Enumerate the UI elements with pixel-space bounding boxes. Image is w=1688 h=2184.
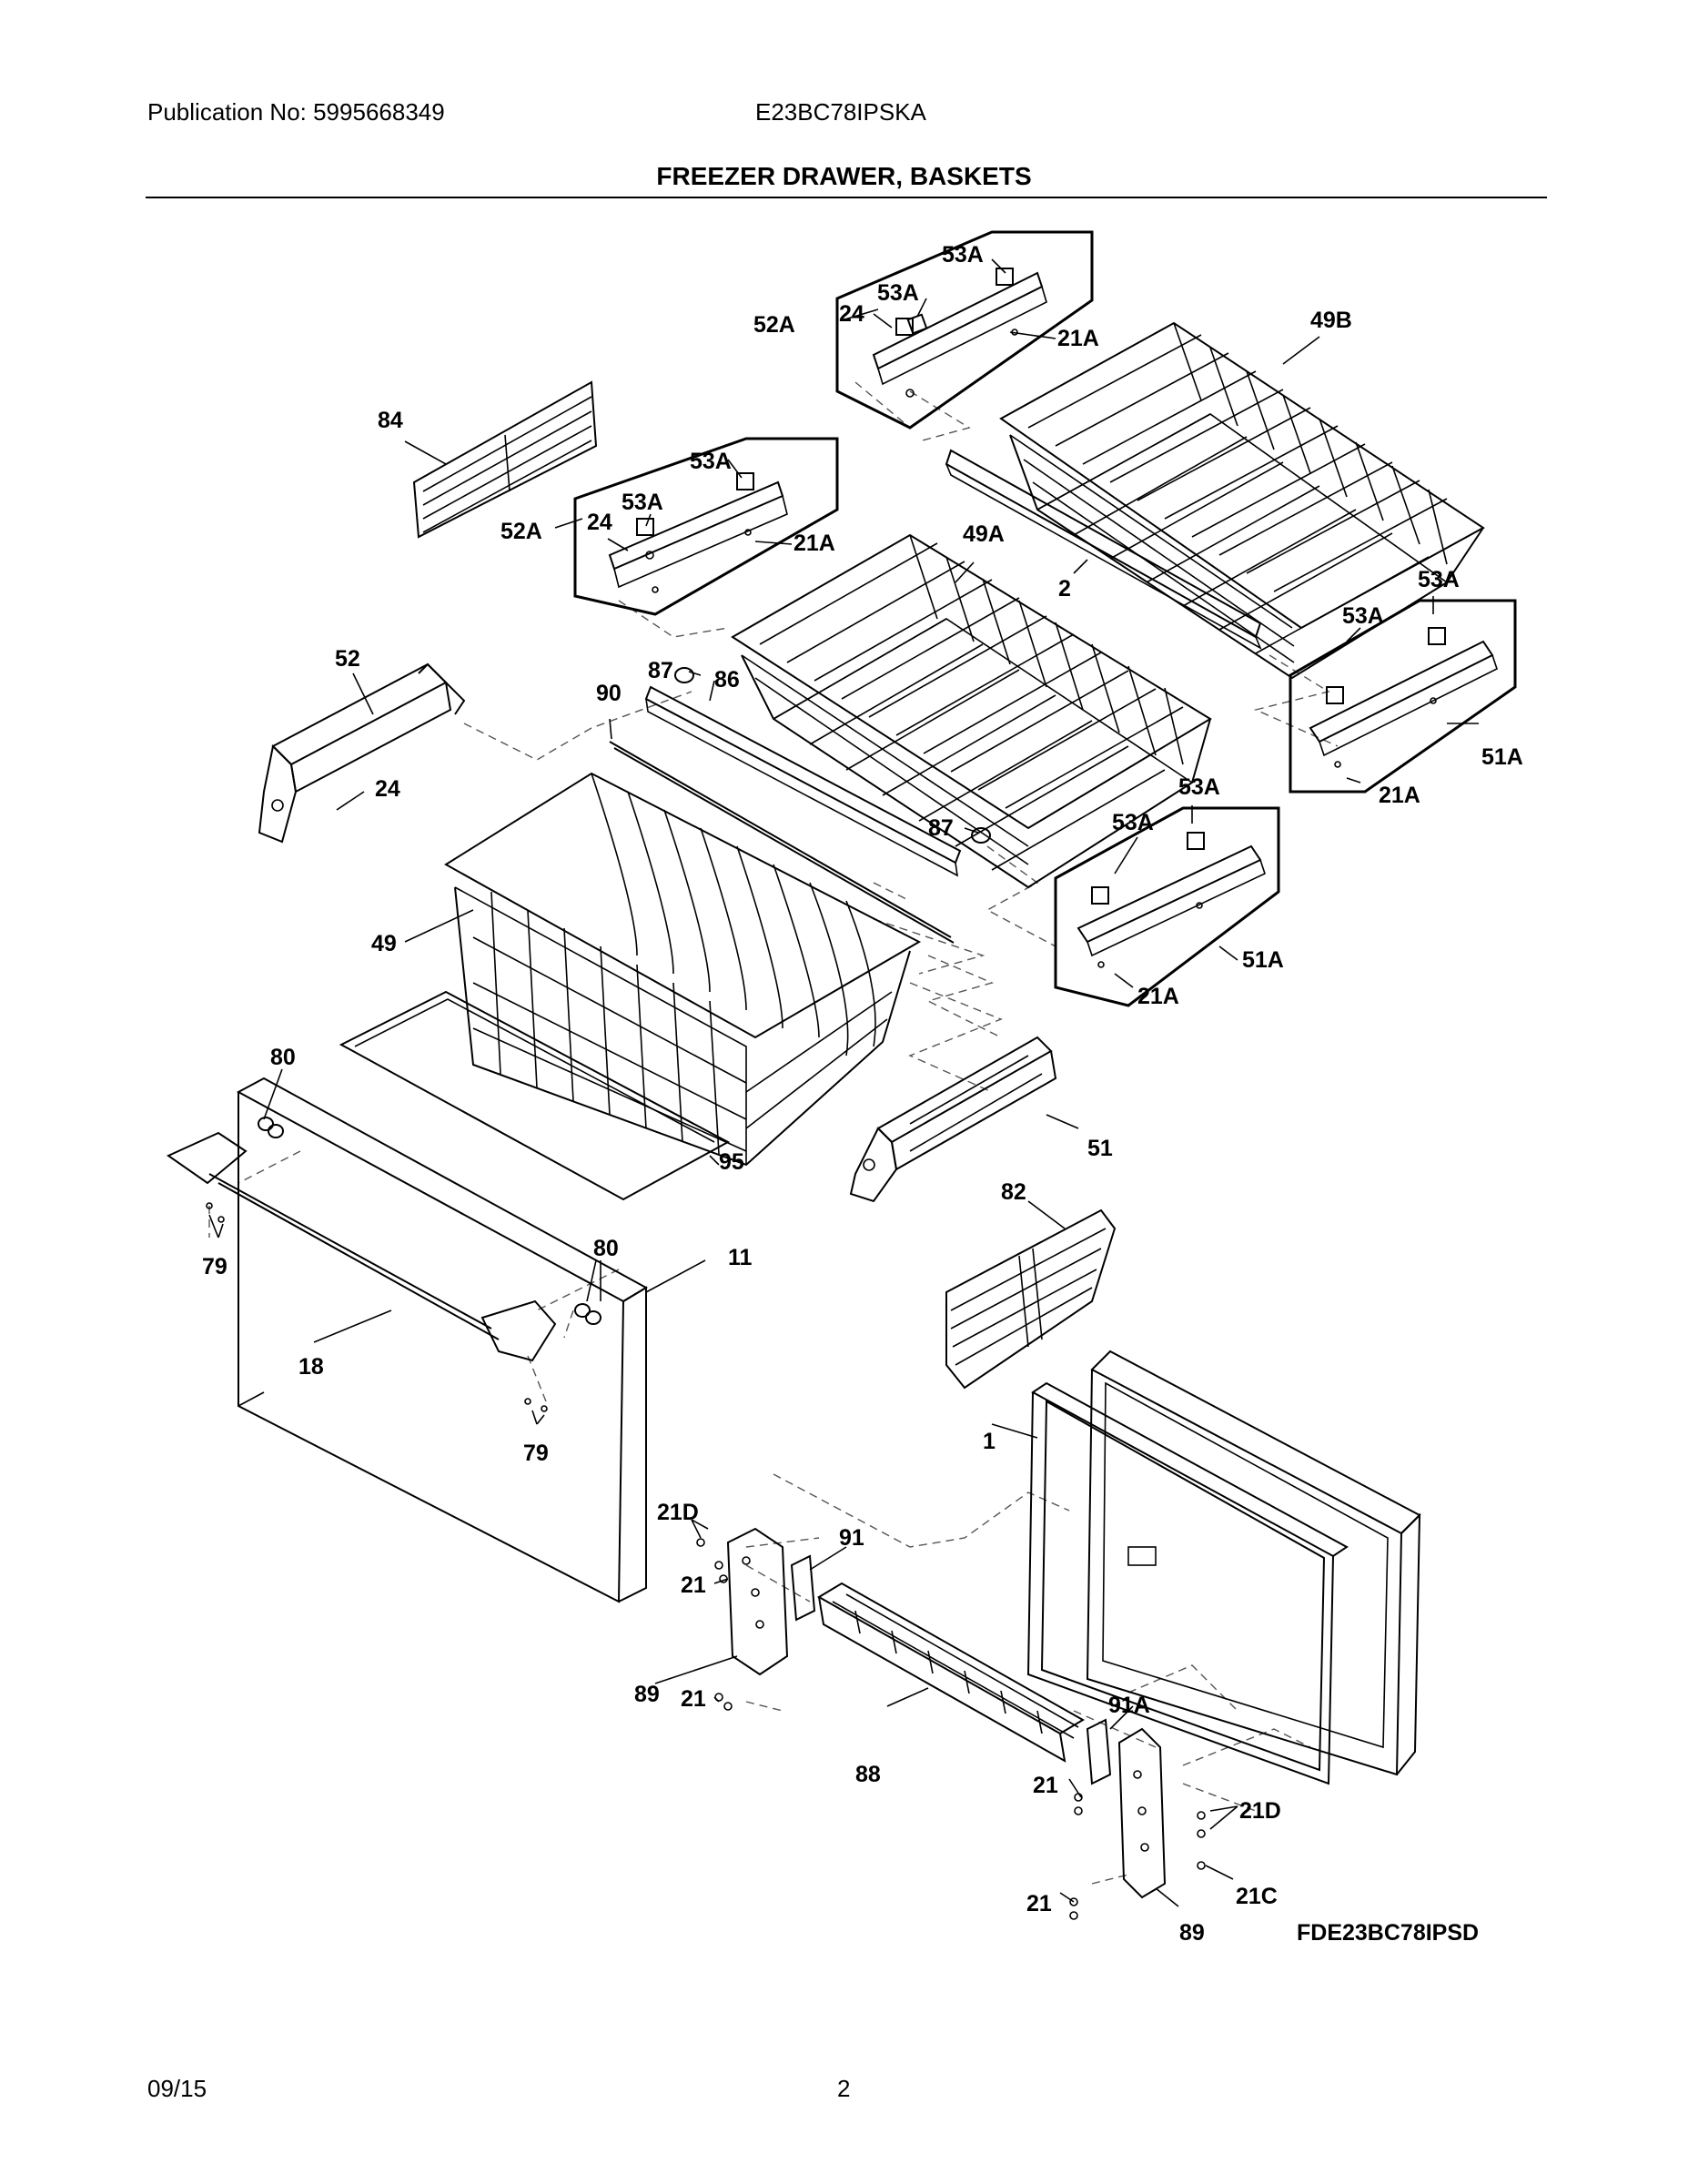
slide-kit-box-left — [573, 437, 839, 616]
callout-24: 24 — [587, 510, 612, 535]
slide-rail-51A-upper — [1309, 627, 1498, 768]
callout-84: 84 — [378, 408, 403, 433]
callout-52A: 52A — [753, 312, 795, 338]
slide-rail-52A-upper — [872, 268, 1047, 398]
slide-rail-51A-lower — [1076, 832, 1266, 968]
basket-49B — [999, 321, 1485, 680]
callout-53A: 53A — [877, 280, 919, 306]
callout-88: 88 — [855, 1762, 881, 1787]
clip-91 — [790, 1554, 816, 1622]
assembly-guide-lines — [208, 381, 1339, 1885]
callout-1: 1 — [983, 1429, 996, 1454]
leader-lines — [208, 258, 1479, 1907]
basket-49 — [444, 772, 922, 1167]
callout-86: 86 — [714, 667, 740, 693]
slide-rail-51 — [849, 1036, 1057, 1203]
callout-53A: 53A — [1112, 810, 1154, 835]
callout-53A: 53A — [1342, 603, 1384, 629]
slide-rail-52 — [258, 662, 466, 844]
callout-79: 79 — [202, 1254, 227, 1279]
slide-kit-box-top — [835, 230, 1094, 430]
callout-21: 21 — [1033, 1773, 1058, 1798]
door-liner-with-gasket-1 — [1026, 1350, 1421, 1785]
callout-53A: 53A — [1178, 774, 1220, 800]
callout-80: 80 — [593, 1236, 619, 1261]
callout-52A: 52A — [500, 519, 542, 544]
callout-49A: 49A — [963, 521, 1005, 547]
callout-21: 21 — [681, 1686, 706, 1712]
slide-rail-52A-lower — [608, 472, 788, 593]
bracket-89-right — [1069, 1727, 1206, 1920]
callout-21A: 21A — [793, 531, 835, 556]
callout-53A: 53A — [1418, 567, 1460, 592]
page-title: FREEZER DRAWER, BASKETS — [656, 162, 1032, 190]
callout-2: 2 — [1058, 576, 1071, 602]
seal-strip-90 — [609, 741, 955, 944]
diagram-code: FDE23BC78IPSD — [1297, 1920, 1479, 1946]
callout-90: 90 — [596, 681, 622, 706]
publication-number: Publication No: 5995668349 — [147, 98, 445, 126]
callout-21: 21 — [1026, 1891, 1052, 1916]
callout-89: 89 — [634, 1682, 660, 1707]
drawer-front-panel-11 — [236, 1077, 649, 1603]
callout-21D: 21D — [1239, 1798, 1281, 1824]
callout-87: 87 — [648, 658, 673, 683]
clip-91A — [1086, 1718, 1112, 1785]
vent-cover-82 — [945, 1208, 1117, 1390]
callout-21: 21 — [681, 1572, 706, 1598]
page-number: 2 — [837, 2075, 851, 2102]
callout-91: 91 — [839, 1525, 864, 1551]
callout-51A: 51A — [1242, 947, 1284, 973]
slide-kit-box-right-lower — [1054, 806, 1280, 1007]
callout-53A: 53A — [622, 490, 663, 515]
callout-21A: 21A — [1057, 326, 1099, 351]
bracket-89-left — [696, 1527, 789, 1711]
callout-18: 18 — [298, 1354, 324, 1380]
callout-91A: 91A — [1108, 1693, 1150, 1718]
model-number: E23BC78IPSKA — [755, 98, 926, 126]
title-rule — [146, 197, 1547, 198]
callout-49: 49 — [371, 931, 397, 956]
rail-88 — [817, 1582, 1085, 1763]
callout-49B: 49B — [1310, 308, 1352, 333]
callout-21D: 21D — [657, 1500, 699, 1525]
callout-11: 11 — [728, 1245, 753, 1270]
callout-89: 89 — [1179, 1920, 1205, 1946]
front-bar-86 — [644, 667, 991, 877]
callout-95: 95 — [719, 1149, 744, 1175]
callout-51A: 51A — [1481, 744, 1523, 770]
callout-21A: 21A — [1379, 783, 1420, 808]
callout-53A: 53A — [942, 242, 984, 268]
callout-24: 24 — [839, 301, 864, 327]
callout-87: 87 — [928, 815, 954, 841]
handle-18 — [166, 1117, 601, 1412]
callout-21C: 21C — [1236, 1884, 1278, 1909]
callout-80: 80 — [270, 1045, 296, 1070]
footer-date: 09/15 — [147, 2075, 207, 2102]
callout-24: 24 — [375, 776, 400, 802]
callout-labels: 53A 53A 24 52A 21A 49B 84 53A 53A 52A 24… — [202, 242, 1523, 1946]
callout-82: 82 — [1001, 1179, 1026, 1205]
callout-79: 79 — [523, 1441, 549, 1466]
callout-53A: 53A — [690, 449, 732, 474]
callout-21A: 21A — [1137, 984, 1179, 1009]
callout-51: 51 — [1087, 1136, 1113, 1161]
slide-kit-box-right-upper — [1289, 599, 1517, 794]
basket-49A — [731, 533, 1212, 889]
vent-cover-84 — [412, 380, 598, 539]
callout-52: 52 — [335, 646, 360, 672]
divider-bar-2 — [945, 449, 1262, 650]
shelf-95 — [339, 990, 731, 1201]
